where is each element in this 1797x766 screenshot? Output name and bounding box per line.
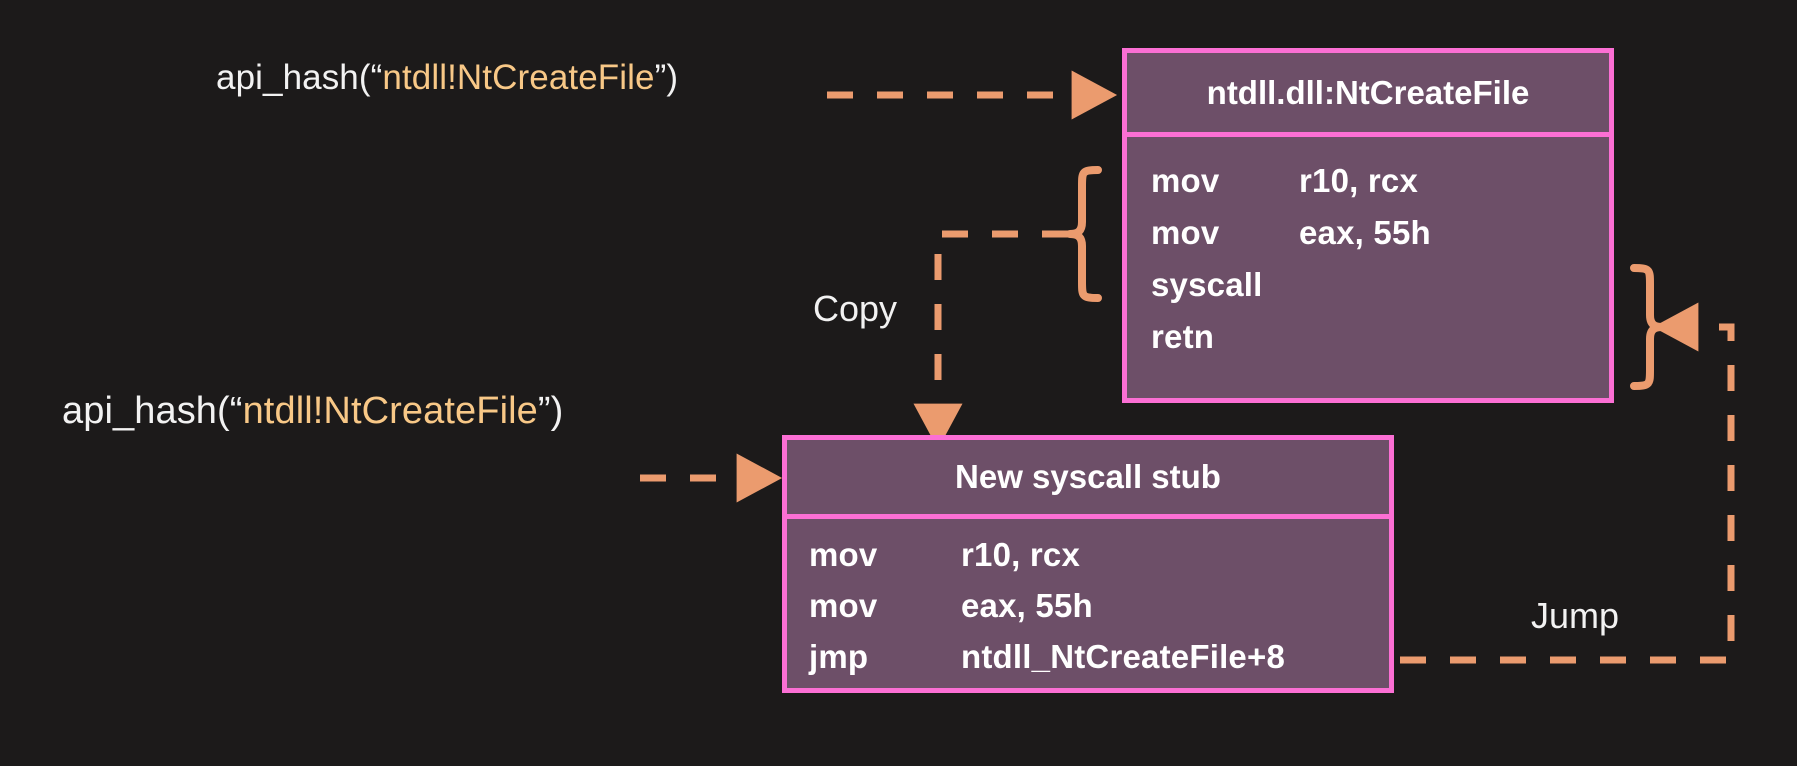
instruction-line: retn <box>1151 311 1609 363</box>
instruction-operands: eax, 55h <box>961 587 1093 624</box>
instruction-line: mov r10, rcx <box>1151 155 1609 207</box>
instruction-mnemonic: mov <box>1151 162 1220 199</box>
instruction-mnemonic: jmp <box>809 638 869 675</box>
api-hash-literal: ntdll!NtCreateFile <box>242 390 538 432</box>
instruction-line: syscall <box>1151 259 1609 311</box>
jump-label: Jump <box>1531 595 1620 636</box>
new-syscall-stub-box-body: mov r10, rcx mov eax, 55h jmp ntdll_NtCreat… <box>787 519 1389 682</box>
instruction-operands: r10, rcx <box>961 536 1081 573</box>
copy-label: Copy <box>813 288 898 329</box>
api-hash-prefix: api_hash(“ <box>62 390 243 432</box>
instruction-mnemonic: mov <box>809 587 878 624</box>
ntdll-dll-box-body: mov r10, rcx mov eax, 55h syscall retn <box>1127 137 1609 363</box>
copy-arrow <box>913 230 1068 450</box>
api-hash-suffix: ”) <box>654 58 679 97</box>
api-hash-label-bottom: api_hash(“ntdll!NtCreateFile”) <box>62 390 563 433</box>
instruction-line: mov eax, 55h <box>1151 207 1609 259</box>
new-syscall-stub-box: New syscall stub mov r10, rcx mov eax, 55h… <box>782 435 1394 693</box>
instruction-operands: ntdll_NtCreateFile+8 <box>961 638 1286 675</box>
instruction-line: mov r10, rcx <box>809 529 1389 580</box>
copy-source-brace <box>1066 166 1102 302</box>
instruction-line: mov eax, 55h <box>809 580 1389 631</box>
instruction-mnemonic: mov <box>809 536 878 573</box>
api-hash-label-top: api_hash(“ntdll!NtCreateFile”) <box>216 58 678 98</box>
instruction-line: jmp ntdll_NtCreateFile+8 <box>809 631 1389 682</box>
api-hash-suffix: ”) <box>537 390 564 432</box>
api-hash-prefix: api_hash(“ <box>216 58 383 97</box>
ntdll-dll-box-title: ntdll.dll:NtCreateFile <box>1127 53 1609 137</box>
instruction-mnemonic: mov <box>1151 214 1220 251</box>
ntdll-dll-box: ntdll.dll:NtCreateFile mov r10, rcx mov ea… <box>1122 48 1614 403</box>
instruction-operands: r10, rcx <box>1299 162 1419 199</box>
instruction-mnemonic: syscall <box>1151 266 1263 303</box>
api-hash-literal: ntdll!NtCreateFile <box>382 58 655 97</box>
instruction-mnemonic: retn <box>1151 318 1215 355</box>
new-syscall-stub-box-title: New syscall stub <box>787 440 1389 519</box>
instruction-operands: eax, 55h <box>1299 214 1431 251</box>
jump-target-brace <box>1630 264 1666 390</box>
